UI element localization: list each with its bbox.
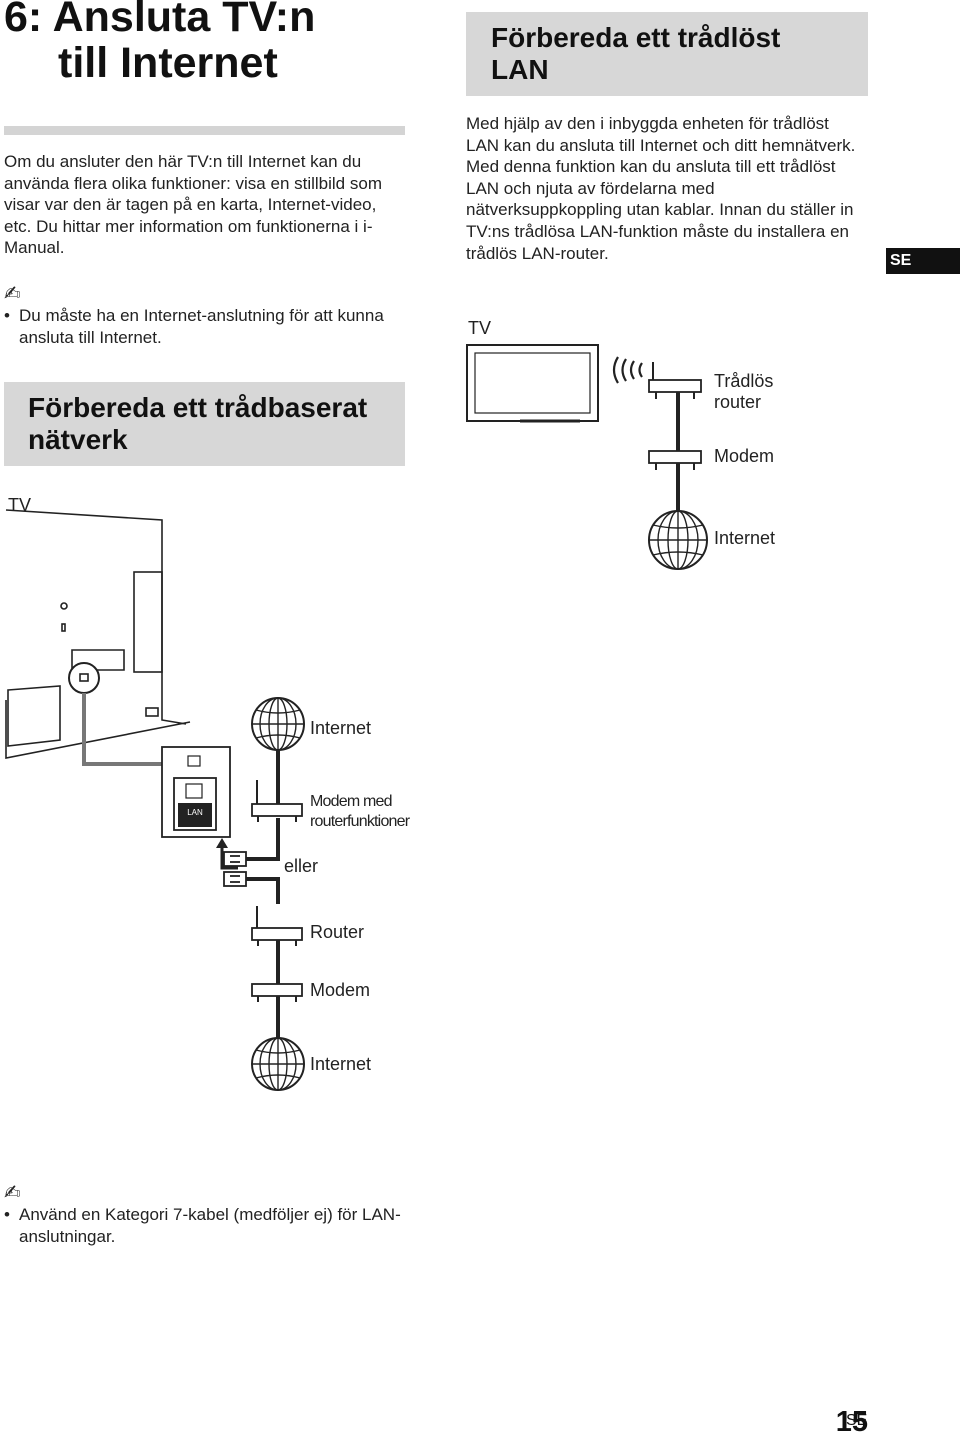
wireless-heading-line2: LAN bbox=[491, 54, 549, 85]
wireless-globe-icon bbox=[648, 510, 708, 570]
lan-port-label: LAN bbox=[187, 808, 203, 817]
wireless-router-label: Trådlös router bbox=[714, 371, 773, 413]
note-pencil-icon: ✍ bbox=[4, 283, 21, 305]
lan-port-zoom-icon bbox=[161, 746, 231, 838]
wired-internet-label-2: Internet bbox=[310, 1054, 372, 1074]
modem-router-label-line1: Modem med bbox=[310, 793, 393, 810]
wireless-tv-label: TV bbox=[468, 318, 492, 338]
wired-heading-box: Förbereda ett trådbaserat nätverk bbox=[4, 382, 405, 466]
wired-modem-label: Modem bbox=[310, 980, 371, 1000]
note-1-text: Du måste ha en Internet-anslutning för a… bbox=[19, 306, 384, 347]
modem-router-label-line2: routerfunktioner bbox=[310, 813, 410, 830]
page-title-line2: till Internet bbox=[58, 39, 278, 87]
bullet-dot: • bbox=[4, 1205, 10, 1224]
wireless-router-icon bbox=[648, 362, 702, 399]
note-pencil-icon-2: ✍ bbox=[4, 1182, 21, 1204]
wired-globe-icon-2 bbox=[251, 1037, 305, 1091]
or-label: eller bbox=[284, 856, 319, 876]
intro-paragraph: Om du ansluter den här TV:n till Interne… bbox=[4, 152, 382, 258]
wired-heading-line1: Förbereda ett trådbaserat bbox=[28, 392, 368, 423]
note-1: • Du måste ha en Internet-anslutning för… bbox=[4, 305, 404, 348]
wireless-paragraph: Med hjälp av den i inbyggda enheten för … bbox=[466, 114, 856, 263]
page-title-line1: 6: Ansluta TV:n bbox=[4, 0, 316, 41]
page-title: 6: Ansluta TV:n till Internet bbox=[4, 0, 315, 86]
wired-heading-line2: nätverk bbox=[28, 424, 128, 455]
bullet-dot: • bbox=[4, 306, 10, 325]
router-label: Router bbox=[310, 922, 365, 942]
note-2-text: Använd en Kategori 7-kabel (medföljer ej… bbox=[19, 1205, 401, 1246]
wireless-heading-line1: Förbereda ett trådlöst bbox=[491, 22, 781, 53]
language-tab: SE bbox=[886, 248, 960, 274]
wired-globe-icon-1 bbox=[251, 697, 305, 751]
wireless-diagram bbox=[466, 344, 708, 570]
modem-router-icon bbox=[251, 780, 303, 822]
wired-internet-label-1: Internet bbox=[310, 718, 372, 738]
wired-modem-icon bbox=[251, 983, 303, 1002]
modem-router-label: Modem med routerfunktioner bbox=[310, 792, 410, 832]
wired-heading: Förbereda ett trådbaserat nätverk bbox=[28, 392, 367, 456]
wireless-heading-box: Förbereda ett trådlöst LAN bbox=[466, 12, 868, 96]
wireless-tv-icon bbox=[466, 344, 599, 423]
wifi-waves-icon bbox=[612, 356, 643, 384]
wired-tv-rear-icon bbox=[5, 509, 191, 759]
note-2: • Använd en Kategori 7-kabel (medföljer … bbox=[4, 1204, 419, 1247]
wireless-internet-label: Internet bbox=[714, 528, 776, 548]
wireless-modem-icon bbox=[648, 450, 702, 470]
wireless-modem-label: Modem bbox=[714, 446, 775, 466]
wired-diagram bbox=[5, 509, 305, 1091]
page-number-suffix: SE bbox=[846, 1412, 868, 1429]
wireless-heading: Förbereda ett trådlöst LAN bbox=[491, 22, 780, 86]
title-rule bbox=[4, 126, 405, 135]
wireless-router-label-line2: router bbox=[714, 392, 762, 412]
page-number: 15 bbox=[835, 1406, 868, 1438]
wireless-router-label-line1: Trådlös bbox=[714, 371, 774, 391]
